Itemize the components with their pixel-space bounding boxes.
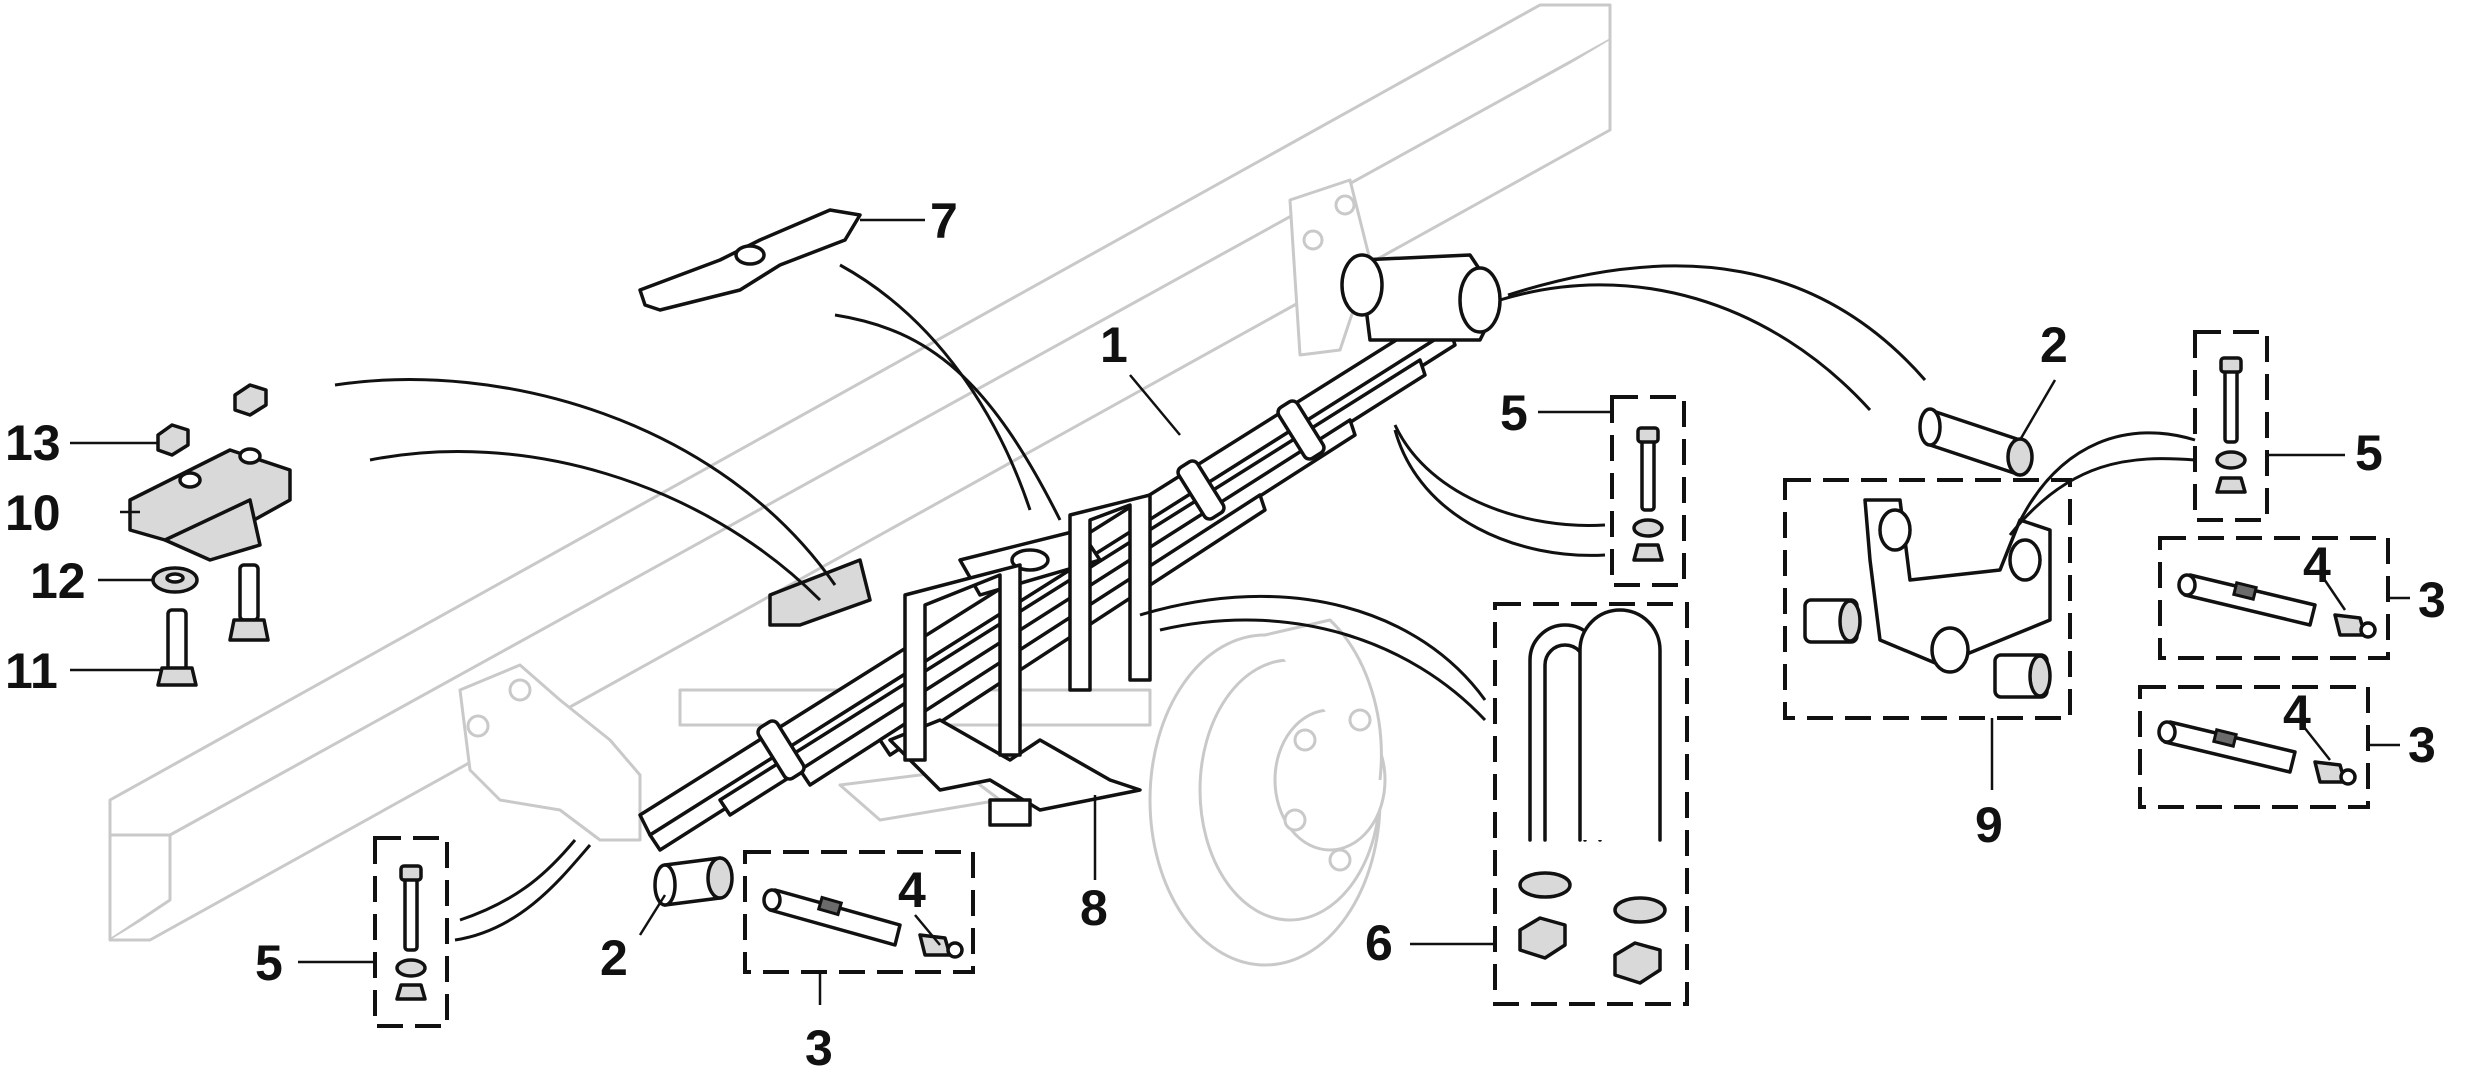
callout-10: 10 [5,485,61,541]
clip-bolt-kit-right [2193,330,2269,522]
callout-9: 9 [1975,797,2003,853]
u-bolt-kit [1493,602,1689,1006]
connector-arcs [334,263,2196,942]
bump-stop-installed [768,558,872,627]
callout-6: 6 [1365,915,1393,971]
front-spring-hanger-ghost [458,663,642,842]
callout-4-right-top: 4 [2303,537,2331,593]
callout-7: 7 [930,193,958,249]
callout-2-right: 2 [2040,317,2068,373]
leader-lines [70,218,2410,1005]
bushing-sleeve-left [653,856,734,907]
callout-5-center: 5 [1500,385,1528,441]
callout-1: 1 [1100,317,1128,373]
clip-bolt-kit-center [1610,395,1686,587]
shackle-pin-kit-bottom [743,850,975,974]
callout-13: 13 [5,415,61,471]
callout-2-left: 2 [600,930,628,986]
callout-5-right: 5 [2355,425,2383,481]
callout-12: 12 [30,553,86,609]
u-bolt-installed [903,493,1152,762]
callout-4-right-bottom: 4 [2283,685,2311,741]
callout-3-bottom: 3 [805,1020,833,1076]
callout-labels: 1 2 2 3 3 3 4 4 4 5 5 5 6 7 8 9 10 11 12… [5,193,2446,1076]
shackle-pin-kit-right-bottom [2138,685,2370,809]
callout-4-bottom: 4 [898,862,926,918]
callout-8: 8 [1080,880,1108,936]
clip-bolt-kit-left [373,836,449,1028]
callout-5-left: 5 [255,935,283,991]
shackle-kit [1783,478,2072,720]
callout-3-right-top: 3 [2418,572,2446,628]
callout-3-right-bottom: 3 [2408,717,2436,773]
bushing-sleeve-right [1918,407,2034,477]
brake-drum-ghost [1148,618,1387,967]
callout-11: 11 [5,643,58,699]
axle-spring-plate [888,718,1142,827]
bump-stop-parts [128,383,292,687]
upper-spring-plate [638,208,862,312]
shackle-pin-kit-right-top [2158,536,2390,660]
